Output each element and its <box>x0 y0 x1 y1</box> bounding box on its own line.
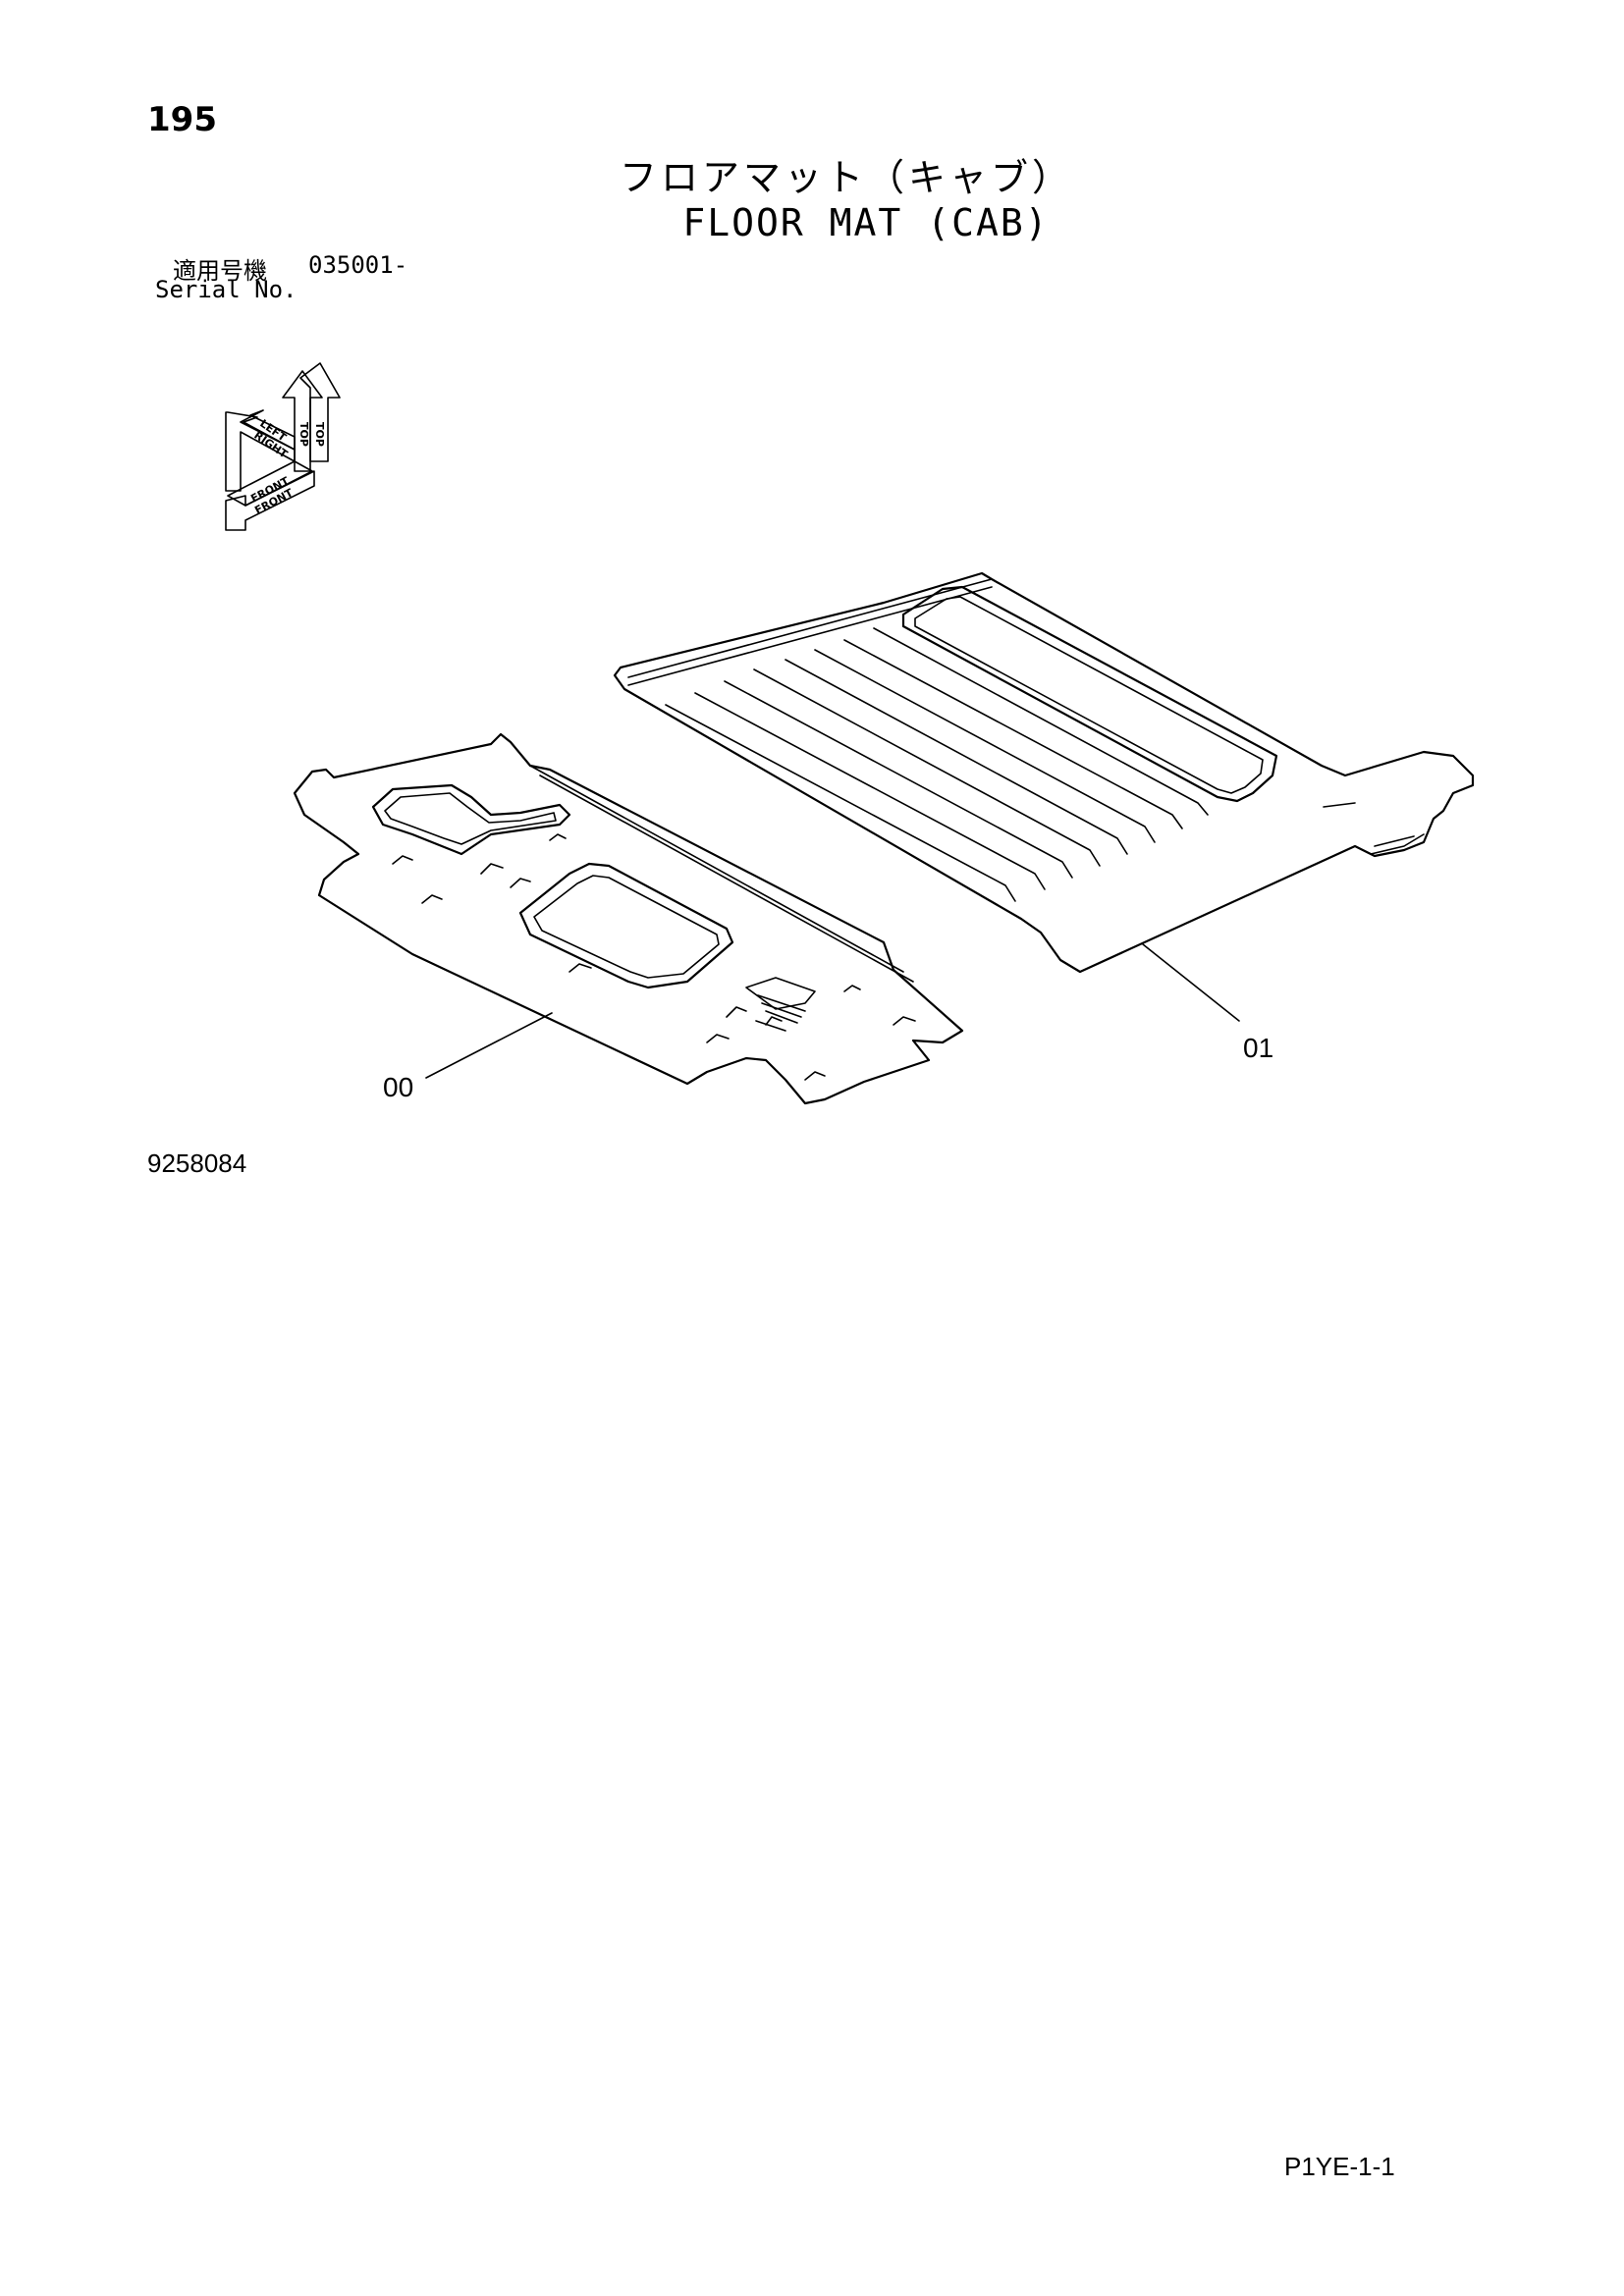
serial-number-value: 035001- <box>308 251 408 279</box>
orient-label-top-1: TOP <box>298 422 310 447</box>
footer-code: P1YE-1-1 <box>1284 2152 1395 2181</box>
serial-label-japanese: 適用号機 <box>173 257 267 285</box>
floor-mat-rear-part-01 <box>613 571 1475 1022</box>
callout-label-00: 00 <box>383 1072 414 1102</box>
page-title-english: FLOOR MAT (CAB) <box>682 201 1050 244</box>
serial-label-english: Serial No. <box>155 276 298 303</box>
floor-mat-front-part-00 <box>293 732 964 1105</box>
drawing-number: 9258084 <box>147 1148 247 1178</box>
page-title-japanese: フロアマット（キャブ） <box>619 156 1073 199</box>
page-number: 195 <box>147 100 217 139</box>
orientation-indicator-icon: TOP TOP RIGHT LEFT FRONT FRONT <box>225 362 341 531</box>
callout-label-01: 01 <box>1243 1033 1274 1063</box>
orient-label-top-2: TOP <box>313 422 326 447</box>
